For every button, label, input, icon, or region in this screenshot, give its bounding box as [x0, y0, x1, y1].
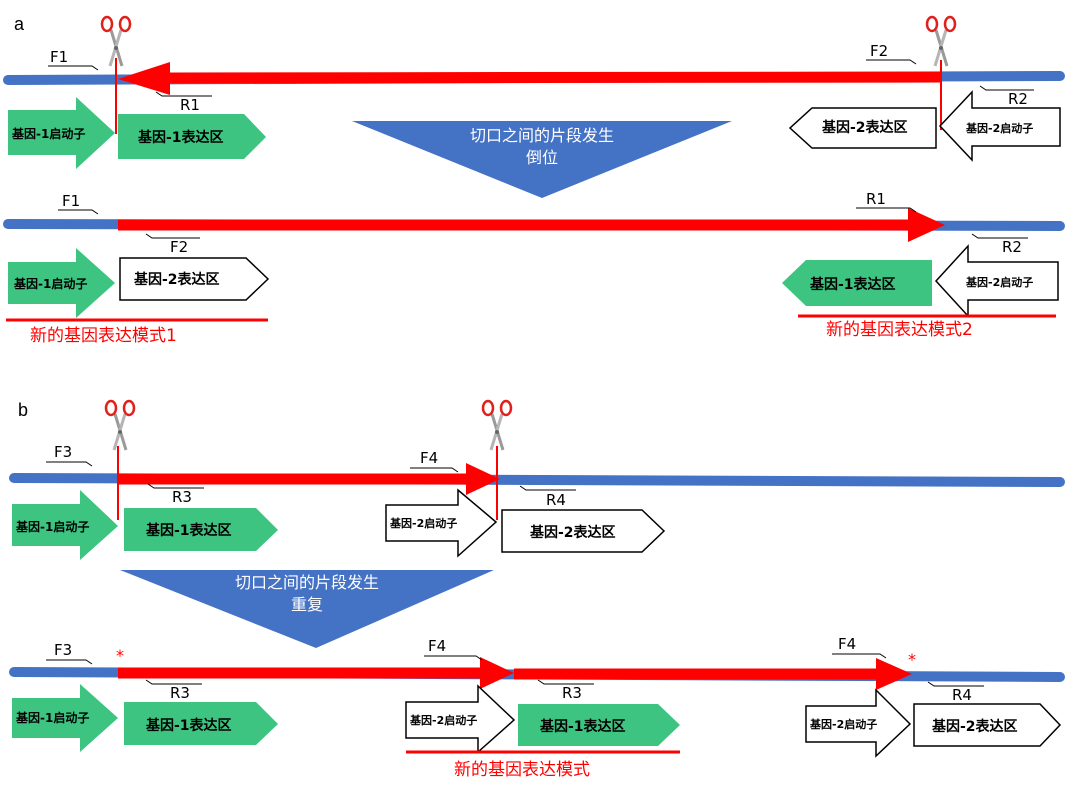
inversion-triangle: 切口之间的片段发生 倒位 [352, 121, 732, 198]
fragment-arrow-right [466, 463, 500, 495]
svg-text:基因-2启动子: 基因-2启动子 [965, 275, 1033, 289]
primer-f1: F1 [48, 48, 99, 71]
svg-text:R2: R2 [1002, 238, 1022, 256]
fragment-arrow-right [480, 657, 514, 689]
svg-text:基因-1启动子: 基因-1启动子 [11, 126, 85, 141]
svg-text:基因-2表达区: 基因-2表达区 [134, 271, 220, 288]
svg-text:基因-2启动子: 基因-2启动子 [965, 121, 1033, 135]
svg-text:基因-2表达区: 基因-2表达区 [932, 718, 1018, 735]
svg-text:基因-1表达区: 基因-1表达区 [540, 718, 626, 735]
expr2-arrow-b1: 基因-2表达区 [501, 509, 666, 553]
primer-r3-row4b: R3 [537, 679, 594, 702]
promoter1-arrow-row2: 基因-1启动子 [8, 248, 115, 318]
svg-text:F4: F4 [428, 637, 446, 655]
svg-text:基因-2启动子: 基因-2启动子 [389, 516, 457, 530]
scissors-icon [925, 15, 957, 68]
primer-r2-row2: R2 [971, 233, 1028, 256]
fragment-arrow-right [876, 658, 912, 690]
svg-text:基因-2启动子: 基因-2启动子 [809, 717, 877, 731]
svg-text:F3: F3 [54, 443, 72, 461]
expr2-arrow-b2: 基因-2表达区 [913, 703, 1062, 747]
svg-text:基因-1表达区: 基因-1表达区 [138, 129, 224, 146]
svg-text:基因-2表达区: 基因-2表达区 [822, 119, 908, 136]
panel-label-a: a [14, 14, 25, 34]
svg-text:F4: F4 [420, 449, 438, 467]
svg-text:R3: R3 [170, 684, 190, 702]
expr1-arrow-b1: 基因-1表达区 [124, 508, 278, 551]
svg-text:基因-2表达区: 基因-2表达区 [530, 524, 616, 541]
promoter2-arrow: 基因-2启动子 [938, 90, 1061, 162]
svg-text:R4: R4 [546, 491, 566, 509]
svg-text:R1: R1 [180, 96, 200, 114]
primer-r4-row4: R4 [927, 681, 984, 704]
mutation-asterisk: * [908, 650, 916, 669]
primer-f2: F2 [866, 42, 917, 65]
primer-f4-row4: F4 [424, 637, 483, 661]
svg-text:基因-1表达区: 基因-1表达区 [146, 717, 232, 734]
primer-f2-row2: F2 [145, 233, 200, 256]
expr2-arrow-row2: 基因-2表达区 [119, 257, 270, 301]
dna-strand-a1 [3, 62, 1065, 95]
promoter2-arrow-row2: 基因-2启动子 [934, 244, 1059, 318]
expr1-arrow: 基因-1表达区 [118, 114, 266, 159]
svg-text:F1: F1 [62, 192, 80, 210]
dna-strand-a2 [3, 208, 1065, 242]
promoter1-arrow-b2: 基因-1启动子 [12, 684, 118, 752]
dna-strand-b1 [9, 463, 1065, 495]
dna-strand-b2 [9, 657, 1065, 690]
primer-f1-row2: F1 [58, 192, 99, 215]
svg-text:基因-1启动子: 基因-1启动子 [15, 519, 89, 534]
svg-text:切口之间的片段发生: 切口之间的片段发生 [470, 126, 614, 145]
primer-r1-row2: R1 [856, 190, 917, 213]
svg-text:基因-1表达区: 基因-1表达区 [146, 522, 232, 539]
expr2-arrow: 基因-2表达区 [788, 107, 937, 149]
primer-r3: R3 [147, 483, 204, 506]
svg-text:R4: R4 [952, 686, 972, 704]
scissors-icon [104, 399, 136, 452]
primer-f3-row4: F3 [46, 641, 93, 665]
svg-text:基因-1启动子: 基因-1启动子 [13, 276, 87, 291]
svg-text:倒位: 倒位 [526, 148, 558, 167]
primer-r1: R1 [155, 91, 212, 114]
mutation-asterisk: * [116, 646, 124, 665]
new-mode-caption: 新的基因表达模式 [454, 760, 590, 780]
svg-text:F2: F2 [870, 42, 888, 60]
svg-text:切口之间的片段发生: 切口之间的片段发生 [235, 573, 379, 592]
duplication-triangle: 切口之间的片段发生 重复 [120, 570, 494, 648]
svg-text:F2: F2 [170, 238, 188, 256]
promoter1-arrow: 基因-1启动子 [8, 97, 115, 169]
new-mode-1-caption: 新的基因表达模式1 [30, 326, 177, 346]
svg-text:基因-2启动子: 基因-2启动子 [409, 713, 477, 727]
primer-r3-row4: R3 [145, 679, 202, 702]
panel-label-b: b [18, 400, 28, 420]
fragment-arrow-left [118, 62, 170, 95]
svg-text:基因-1表达区: 基因-1表达区 [810, 276, 896, 293]
svg-text:R1: R1 [866, 190, 886, 208]
expr1-arrow-b2b: 基因-1表达区 [518, 704, 680, 746]
promoter1-arrow-b1: 基因-1启动子 [12, 490, 118, 560]
promoter2-arrow-b1: 基因-2启动子 [385, 488, 498, 558]
expr1-arrow-b2: 基因-1表达区 [124, 702, 278, 745]
new-mode-2-caption: 新的基因表达模式2 [826, 320, 973, 340]
primer-f4: F4 [410, 449, 459, 473]
primer-r2: R2 [979, 85, 1034, 108]
svg-text:重复: 重复 [291, 595, 323, 614]
promoter2-arrow-b2b: 基因-2启动子 [805, 688, 912, 758]
primer-f3: F3 [46, 443, 93, 467]
svg-text:R3: R3 [562, 684, 582, 702]
promoter2-arrow-b2: 基因-2启动子 [405, 684, 516, 754]
scissors-icon [481, 399, 513, 452]
svg-text:F4: F4 [838, 635, 856, 653]
svg-text:基因-1启动子: 基因-1启动子 [15, 710, 89, 725]
svg-text:R2: R2 [1008, 90, 1028, 108]
svg-text:F3: F3 [54, 641, 72, 659]
primer-r4: R4 [519, 485, 576, 509]
expr1-arrow-row2: 基因-1表达区 [782, 260, 932, 306]
svg-text:R3: R3 [172, 488, 192, 506]
svg-text:F1: F1 [50, 48, 68, 66]
primer-f4-row4b: F4 [832, 635, 887, 659]
fragment-arrow-right [908, 208, 945, 242]
